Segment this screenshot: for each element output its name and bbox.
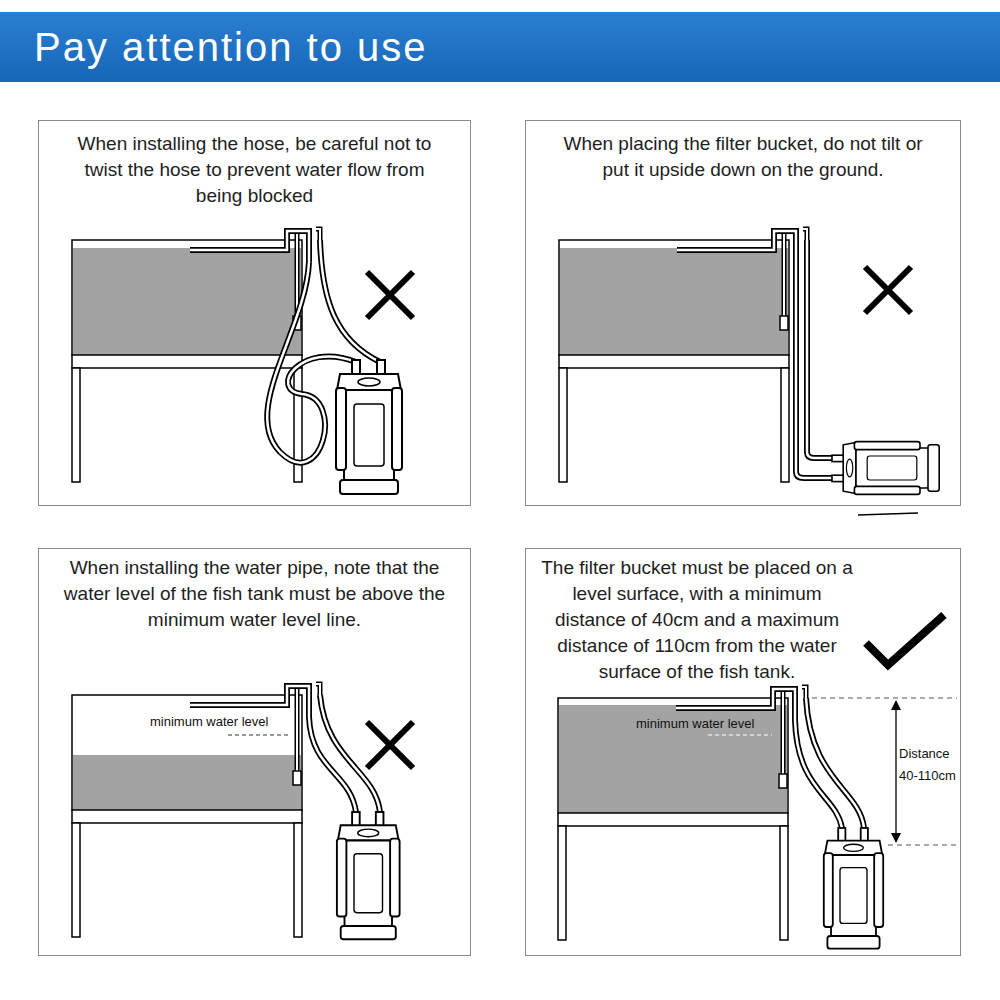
title-text: Pay attention to use <box>0 12 1000 82</box>
instruction-panel: When placing the filter bucket, do not t… <box>525 120 961 506</box>
instruction-text: When installing the water pipe, note tha… <box>55 555 454 633</box>
dimension-label: Distance <box>899 746 950 762</box>
title-band: Pay attention to use <box>0 12 1000 82</box>
check-mark <box>858 609 950 673</box>
level-label: minimum water level <box>150 714 268 730</box>
instruction-panel: When installing the water pipe, note tha… <box>38 548 471 956</box>
dimension-label: 40-110cm <box>899 768 956 784</box>
level-label: minimum water level <box>636 716 754 732</box>
instruction-text: When placing the filter bucket, do not t… <box>548 131 938 183</box>
tank-drawing <box>558 687 957 949</box>
instruction-text: The filter bucket must be placed on a le… <box>536 555 950 685</box>
instruction-panel: When installing the hose, be careful not… <box>38 120 471 506</box>
instruction-panel: The filter bucket must be placed on a le… <box>525 548 961 956</box>
instruction-text: When installing the hose, be careful not… <box>61 131 448 209</box>
tank-drawing <box>72 684 413 939</box>
tank-drawing <box>72 229 413 494</box>
tank-drawing <box>559 229 939 515</box>
